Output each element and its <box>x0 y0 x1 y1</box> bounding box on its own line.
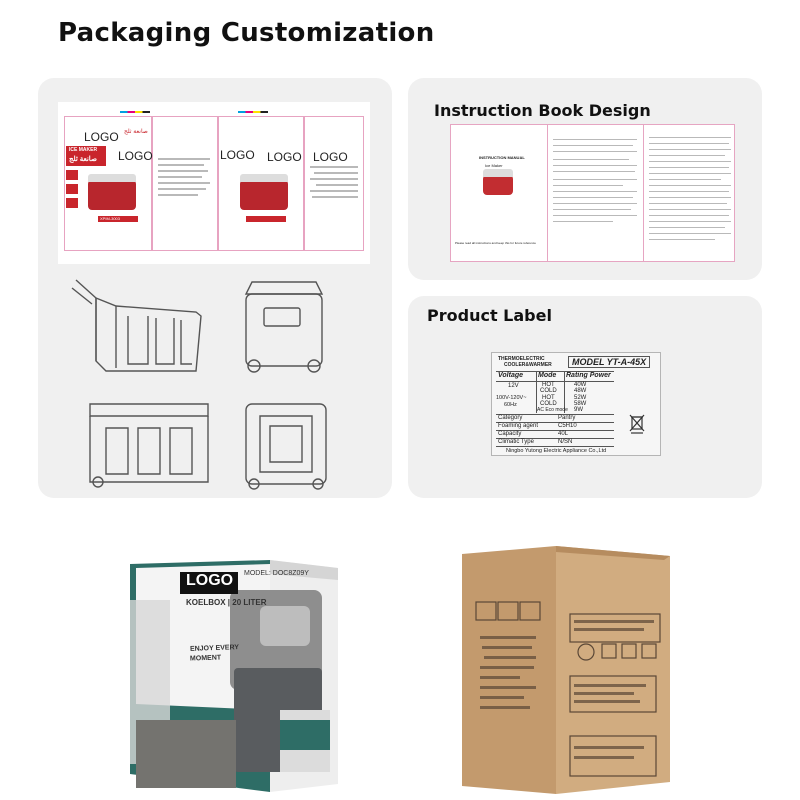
manual-subtitle: Ice Maker <box>485 163 503 168</box>
cooler-sketch-perspective <box>71 279 202 372</box>
dieline-arabic-title: صانعة ثلج <box>124 129 148 135</box>
label-power-4: 9W <box>574 407 583 413</box>
label-spec-key-1: Foaming agent <box>498 423 539 429</box>
retail-box-logo: LOGO <box>186 572 234 589</box>
retail-box-logo-block <box>180 572 238 594</box>
label-header-rating: Rating Power <box>566 372 611 379</box>
label-power-3: 58W <box>574 401 587 407</box>
label-mode-3: COLD <box>540 401 557 407</box>
cooler-image <box>88 174 136 210</box>
label-dc: 12V <box>508 383 519 389</box>
instruction-book-spread: INSTRUCTION MANUAL Ice Maker Please read… <box>450 124 735 262</box>
badge <box>66 184 78 194</box>
manual-title: INSTRUCTION MANUAL <box>479 155 525 160</box>
dieline-title-block <box>66 146 106 166</box>
manual-footer: Please read all instructions and keep th… <box>455 241 536 245</box>
label-spec-value-1: C5H10 <box>558 423 577 429</box>
label-freq: 60Hz <box>504 402 517 408</box>
dieline-panel-side <box>152 116 218 251</box>
label-mode-1: COLD <box>540 388 557 394</box>
page-title: Packaging Customization <box>58 18 435 48</box>
label-mode-0: HOT <box>542 382 555 388</box>
label-ac: 100V-120V~ <box>496 395 527 401</box>
dieline-panel-back <box>218 116 304 251</box>
label-spec-value-3: N/SN <box>558 439 573 445</box>
color-bar <box>120 111 150 113</box>
retail-box-product-line: KOELBOX | 20 LITER <box>186 598 267 607</box>
retail-box-model: MODEL: DOC8Z09Y <box>244 570 309 577</box>
dieline-logo: LOGO <box>118 149 153 163</box>
color-bar <box>238 111 268 113</box>
model-strip <box>246 216 286 222</box>
dieline-logo: LOGO <box>313 150 348 164</box>
label-brand-line2: COOLER&WARMER <box>504 362 552 368</box>
label-mode-4: AC Eco mode <box>537 407 568 413</box>
product-label: THERMOELECTRIC COOLER&WARMER MODEL YT-A-… <box>491 352 661 456</box>
label-brand-line1: THERMOELECTRIC <box>498 356 545 362</box>
label-header-voltage: Voltage <box>498 372 524 379</box>
cooler-image <box>240 174 288 210</box>
label-footer: Ningbo Yutong Electric Appliance Co.,Ltd <box>506 448 607 454</box>
label-spec-key-3: Climatic Type <box>498 439 534 445</box>
retail-box-tagline2: MOMENT <box>189 654 222 663</box>
badge <box>66 198 78 208</box>
dieline-product-name: ICE MAKER <box>69 147 98 153</box>
retail-box-image <box>130 560 338 792</box>
weee-bin-icon <box>629 414 645 434</box>
packaging-dieline: LOGO صانعة ثلج ICE MAKER صانعة ثلج LOGO … <box>58 102 370 264</box>
label-spec-value-0: Pantry <box>558 415 576 421</box>
cooler-sketch-back <box>245 403 327 490</box>
dieline-model: XPIM-3003 <box>100 216 121 221</box>
dieline-logo: LOGO <box>84 130 119 144</box>
cooler-sketch-side <box>89 403 209 488</box>
shipping-box-image <box>462 546 670 794</box>
label-power-1: 48W <box>574 388 587 394</box>
model-strip <box>98 216 138 222</box>
dieline-panel-front <box>64 116 152 251</box>
badge <box>66 170 78 180</box>
label-spec-value-2: 40L <box>558 431 569 437</box>
label-power-2: 52W <box>574 395 587 401</box>
instruction-book-heading: Instruction Book Design <box>434 101 651 120</box>
label-spec-key-2: Capacity <box>498 431 522 437</box>
cooler-sketch-front <box>244 281 324 373</box>
product-label-heading: Product Label <box>427 306 552 325</box>
label-model: MODEL YT-A-45X <box>568 356 651 368</box>
label-mode-2: HOT <box>542 395 555 401</box>
manual-cooler-image <box>483 169 513 195</box>
label-power-0: 40W <box>574 382 587 388</box>
label-header-mode: Mode <box>538 372 557 379</box>
label-spec-key-0: Category <box>498 415 523 421</box>
dieline-logo: LOGO <box>267 150 302 164</box>
dieline-product-name-ar: صانعة ثلج <box>69 156 97 163</box>
dieline-panel-side2 <box>304 116 364 251</box>
dieline-logo: LOGO <box>220 148 255 162</box>
